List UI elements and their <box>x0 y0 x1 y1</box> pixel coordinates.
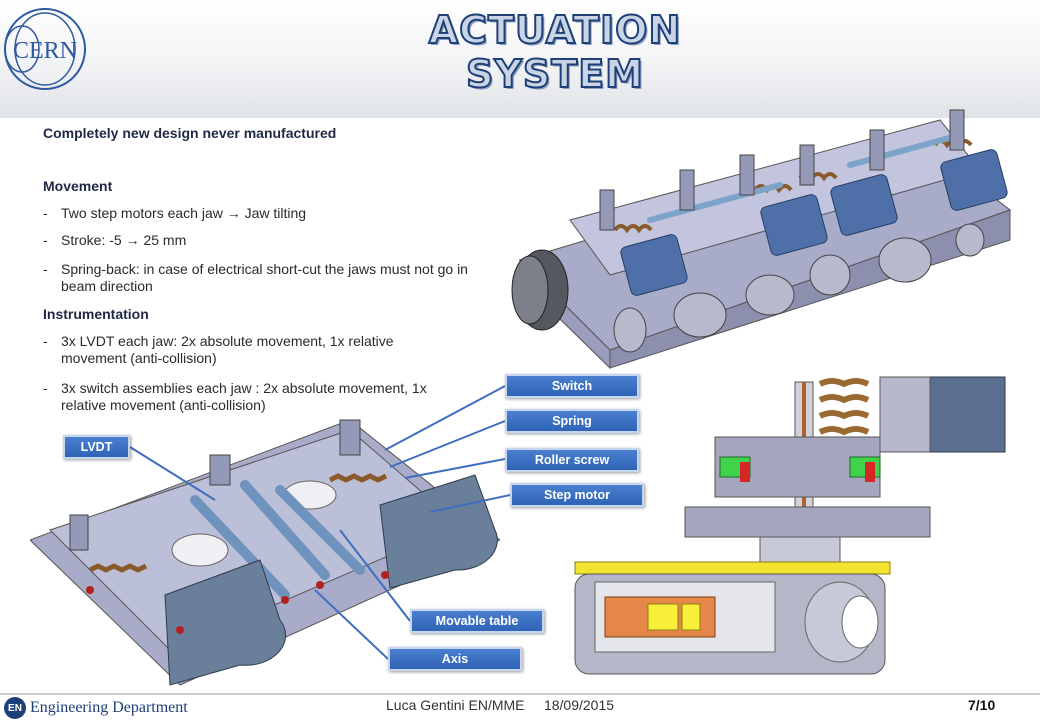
label-step-motor: Step motor <box>510 483 644 507</box>
label-spring: Spring <box>505 409 639 433</box>
bullet-text: 3x LVDT each jaw: 2x absolute movement, … <box>61 333 394 366</box>
bullet-text: Stroke: -5 → 25 mm <box>61 232 187 248</box>
instrumentation-item: - 3x LVDT each jaw: 2x absolute movement… <box>43 333 453 367</box>
section-view-image <box>574 376 1006 675</box>
label-switch: Switch <box>505 374 639 398</box>
cern-logo-icon: CERN <box>4 8 86 90</box>
bullet-text: Two step motors each jaw → Jaw tilting <box>61 205 307 221</box>
page-number: 7/10 <box>968 697 996 713</box>
label-lvdt: LVDT <box>63 435 130 459</box>
bullet-dash: - <box>43 261 48 277</box>
department-logo: EN Engineering Department <box>4 697 188 719</box>
department-name: Engineering Department <box>30 699 188 716</box>
footer-author-date: Luca Gentini EN/MME 18/09/2015 <box>386 697 615 713</box>
movement-heading: Movement <box>43 178 113 194</box>
instrumentation-item: - 3x switch assemblies each jaw : 2x abs… <box>43 380 463 414</box>
jaw-module-image <box>30 419 500 686</box>
bullet-dash: - <box>43 333 48 349</box>
actuator-assembly-image <box>511 109 1012 370</box>
label-roller-screw: Roller screw <box>505 448 639 472</box>
instrumentation-heading: Instrumentation <box>43 306 149 322</box>
bullet-dash: - <box>43 380 48 396</box>
bullet-dash: - <box>43 232 48 248</box>
movement-item: - Stroke: -5 → 25 mm <box>43 232 473 249</box>
bullet-text: Spring-back: in case of electrical short… <box>61 261 468 294</box>
movement-item: - Spring-back: in case of electrical sho… <box>43 261 473 295</box>
footer-divider <box>0 693 1040 695</box>
bullet-text: 3x switch assemblies each jaw : 2x absol… <box>61 380 427 413</box>
label-axis: Axis <box>388 647 522 671</box>
cern-logo-text: CERN <box>13 38 77 64</box>
en-badge-icon: EN <box>4 697 26 719</box>
intro-text: Completely new design never manufactured <box>43 125 337 141</box>
movement-item: - Two step motors each jaw → Jaw tilting <box>43 205 473 222</box>
bullet-dash: - <box>43 205 48 221</box>
slide-title: ACTUATION SYSTEM <box>428 7 682 97</box>
header-band <box>0 0 1040 118</box>
label-movable-table: Movable table <box>410 609 544 633</box>
